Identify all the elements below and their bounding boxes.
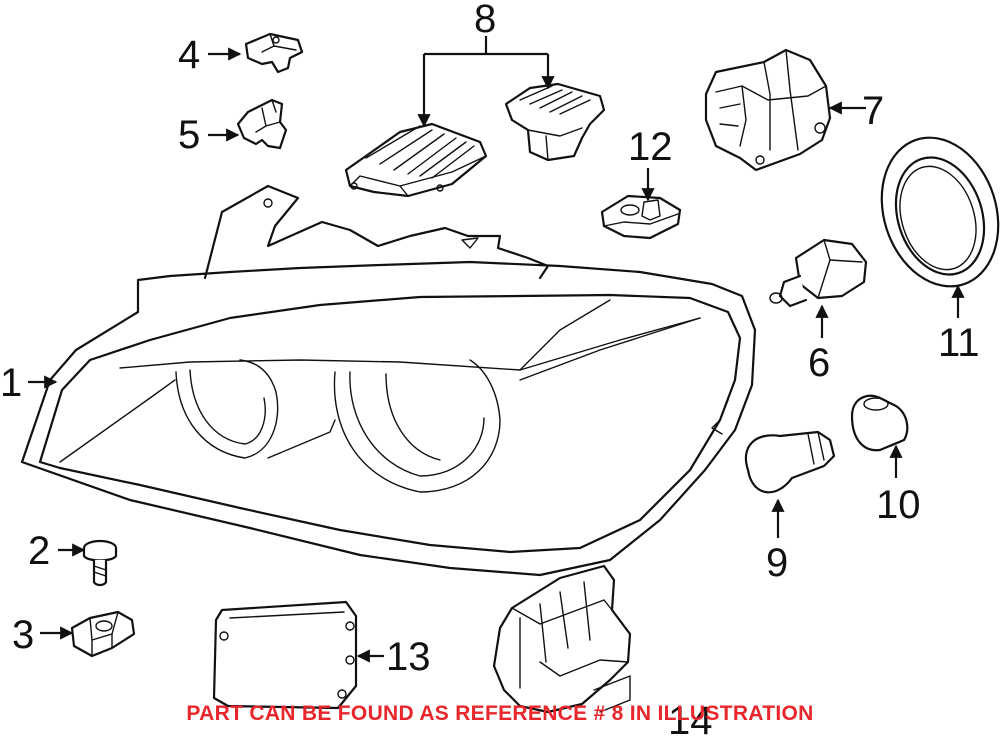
control-module-large — [344, 122, 488, 198]
callout-1: 1 — [0, 361, 22, 405]
mount-bracket-part — [492, 564, 632, 714]
callout-5: 5 — [178, 113, 200, 157]
connector-part — [600, 194, 682, 240]
bulb-adapter-part — [704, 48, 832, 172]
mesh-grille-part — [212, 600, 358, 710]
clip-bracket-part — [244, 32, 304, 74]
callout-11: 11 — [938, 321, 980, 365]
clip-nut-part — [70, 610, 136, 658]
cap-part — [850, 394, 909, 452]
callout-2: 2 — [28, 529, 50, 573]
callout-10: 10 — [876, 483, 921, 527]
headlight-assembly — [20, 184, 757, 577]
leader-lines — [28, 36, 965, 663]
control-module-small — [504, 82, 606, 162]
turn-bulb-part — [744, 430, 836, 494]
callout-8: 8 — [474, 0, 496, 41]
callout-9: 9 — [766, 541, 788, 585]
bolt-part — [82, 539, 118, 587]
bulb-part — [769, 238, 868, 308]
seal-ring-part — [880, 136, 1000, 288]
callout-3: 3 — [12, 613, 34, 657]
bracket-clip-part — [236, 98, 288, 150]
callout-12: 12 — [628, 125, 673, 169]
callout-6: 6 — [808, 341, 830, 385]
callout-7: 7 — [862, 89, 884, 133]
callout-14: 14 — [668, 699, 713, 736]
callout-13: 13 — [386, 635, 431, 679]
callout-4: 4 — [178, 33, 200, 77]
